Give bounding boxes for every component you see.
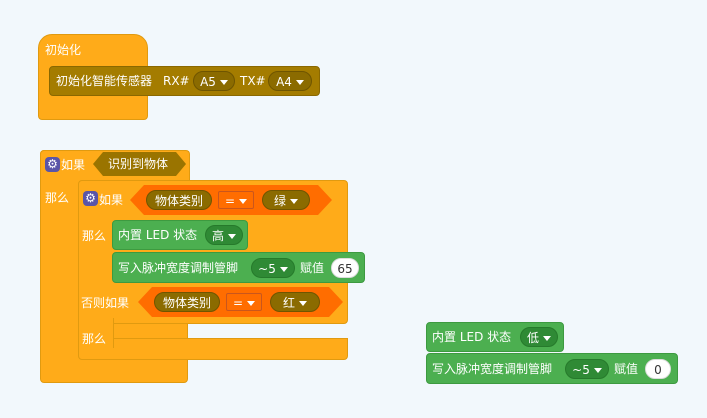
led-label: 内置 LED 状态 bbox=[118, 228, 198, 242]
loose-pwm-pin-value: ~5 bbox=[572, 363, 590, 377]
loose-assign-label: 赋值 bbox=[614, 362, 639, 376]
operator-dropdown[interactable]: = bbox=[218, 191, 254, 209]
else-if-label: 否则如果 bbox=[81, 296, 130, 310]
condition-label: 识别到物体 bbox=[108, 157, 169, 171]
else-operator-dropdown[interactable]: = bbox=[226, 293, 262, 311]
pwm-label: 写入脉冲宽度调制管脚 bbox=[118, 261, 239, 275]
loose-pwm-label: 写入脉冲宽度调制管脚 bbox=[432, 362, 553, 376]
dropdown-caret-icon bbox=[279, 267, 288, 272]
pwm-value-input[interactable]: 65 bbox=[331, 258, 359, 278]
condition-detected-object[interactable]: 识别到物体 bbox=[93, 152, 186, 176]
loose-pwm-write-block[interactable]: 写入脉冲宽度调制管脚 ~5 赋值 0 bbox=[426, 353, 678, 384]
loose-pwm-value: 0 bbox=[654, 363, 662, 377]
assign-label: 赋值 bbox=[300, 261, 325, 275]
inner-else-tail bbox=[78, 338, 348, 360]
dropdown-caret-icon bbox=[239, 199, 247, 204]
dropdown-caret-icon bbox=[290, 199, 298, 204]
else-attr-dropdown[interactable]: 物体类别 bbox=[154, 292, 220, 312]
loose-pwm-pin-dropdown[interactable]: ~5 bbox=[565, 359, 609, 379]
else-color-dropdown[interactable]: 红 bbox=[270, 292, 320, 312]
outer-if-label: 如果 bbox=[61, 158, 86, 172]
else-then-label: 那么 bbox=[82, 332, 107, 346]
dropdown-caret-icon bbox=[295, 80, 304, 85]
led-high-block[interactable]: 内置 LED 状态 高 bbox=[112, 220, 248, 250]
tx-label: TX# bbox=[240, 74, 266, 88]
init-hat-label: 初始化 bbox=[45, 43, 82, 57]
attr-dropdown[interactable]: 物体类别 bbox=[146, 190, 212, 210]
rx-dropdown[interactable]: A5 bbox=[193, 71, 235, 91]
tx-dropdown[interactable]: A4 bbox=[268, 71, 312, 91]
attr-label: 物体类别 bbox=[154, 194, 203, 208]
led-low-block[interactable]: 内置 LED 状态 低 bbox=[426, 322, 564, 352]
color-dropdown[interactable]: 绿 bbox=[262, 190, 310, 210]
operator-value: = bbox=[224, 194, 236, 208]
rx-label: RX# bbox=[163, 74, 190, 88]
dropdown-caret-icon bbox=[593, 368, 602, 373]
init-sensor-block[interactable]: 初始化智能传感器 RX# A5 TX# A4 bbox=[49, 66, 320, 96]
dropdown-caret-icon bbox=[299, 301, 307, 306]
extension-gear-icon: ⚙ bbox=[45, 157, 60, 172]
loose-pwm-value-input[interactable]: 0 bbox=[645, 359, 671, 379]
loose-led-state-value: 低 bbox=[526, 331, 539, 345]
loose-led-state-dropdown[interactable]: 低 bbox=[520, 327, 558, 347]
init-sensor-label: 初始化智能传感器 bbox=[56, 74, 153, 88]
extension-gear-icon: ⚙ bbox=[83, 191, 98, 206]
dropdown-caret-icon bbox=[219, 80, 228, 85]
pwm-value: 65 bbox=[337, 262, 353, 276]
pwm-pin-value: ~5 bbox=[258, 262, 276, 276]
rx-value: A5 bbox=[200, 75, 216, 89]
compare-red-block[interactable]: 物体类别 = 红 bbox=[138, 287, 343, 317]
dropdown-caret-icon bbox=[543, 336, 551, 341]
led-state-dropdown[interactable]: 高 bbox=[205, 225, 243, 245]
inner-then-label: 那么 bbox=[82, 229, 107, 243]
dropdown-caret-icon bbox=[247, 301, 255, 306]
dropdown-caret-icon bbox=[228, 234, 236, 239]
else-color-value: 红 bbox=[282, 296, 295, 310]
inner-if-spine bbox=[78, 318, 114, 348]
led-state-value: 高 bbox=[211, 229, 224, 243]
loose-led-label: 内置 LED 状态 bbox=[432, 330, 512, 344]
compare-green-block[interactable]: 物体类别 = 绿 bbox=[130, 185, 332, 215]
pwm-pin-dropdown[interactable]: ~5 bbox=[251, 258, 295, 278]
outer-then-label: 那么 bbox=[45, 191, 70, 205]
pwm-write-block[interactable]: 写入脉冲宽度调制管脚 ~5 赋值 65 bbox=[112, 252, 365, 283]
tx-value: A4 bbox=[276, 75, 292, 89]
inner-if-label: 如果 bbox=[99, 193, 124, 207]
else-operator-value: = bbox=[232, 296, 244, 310]
color-value: 绿 bbox=[273, 194, 286, 208]
else-attr-label: 物体类别 bbox=[162, 296, 211, 310]
